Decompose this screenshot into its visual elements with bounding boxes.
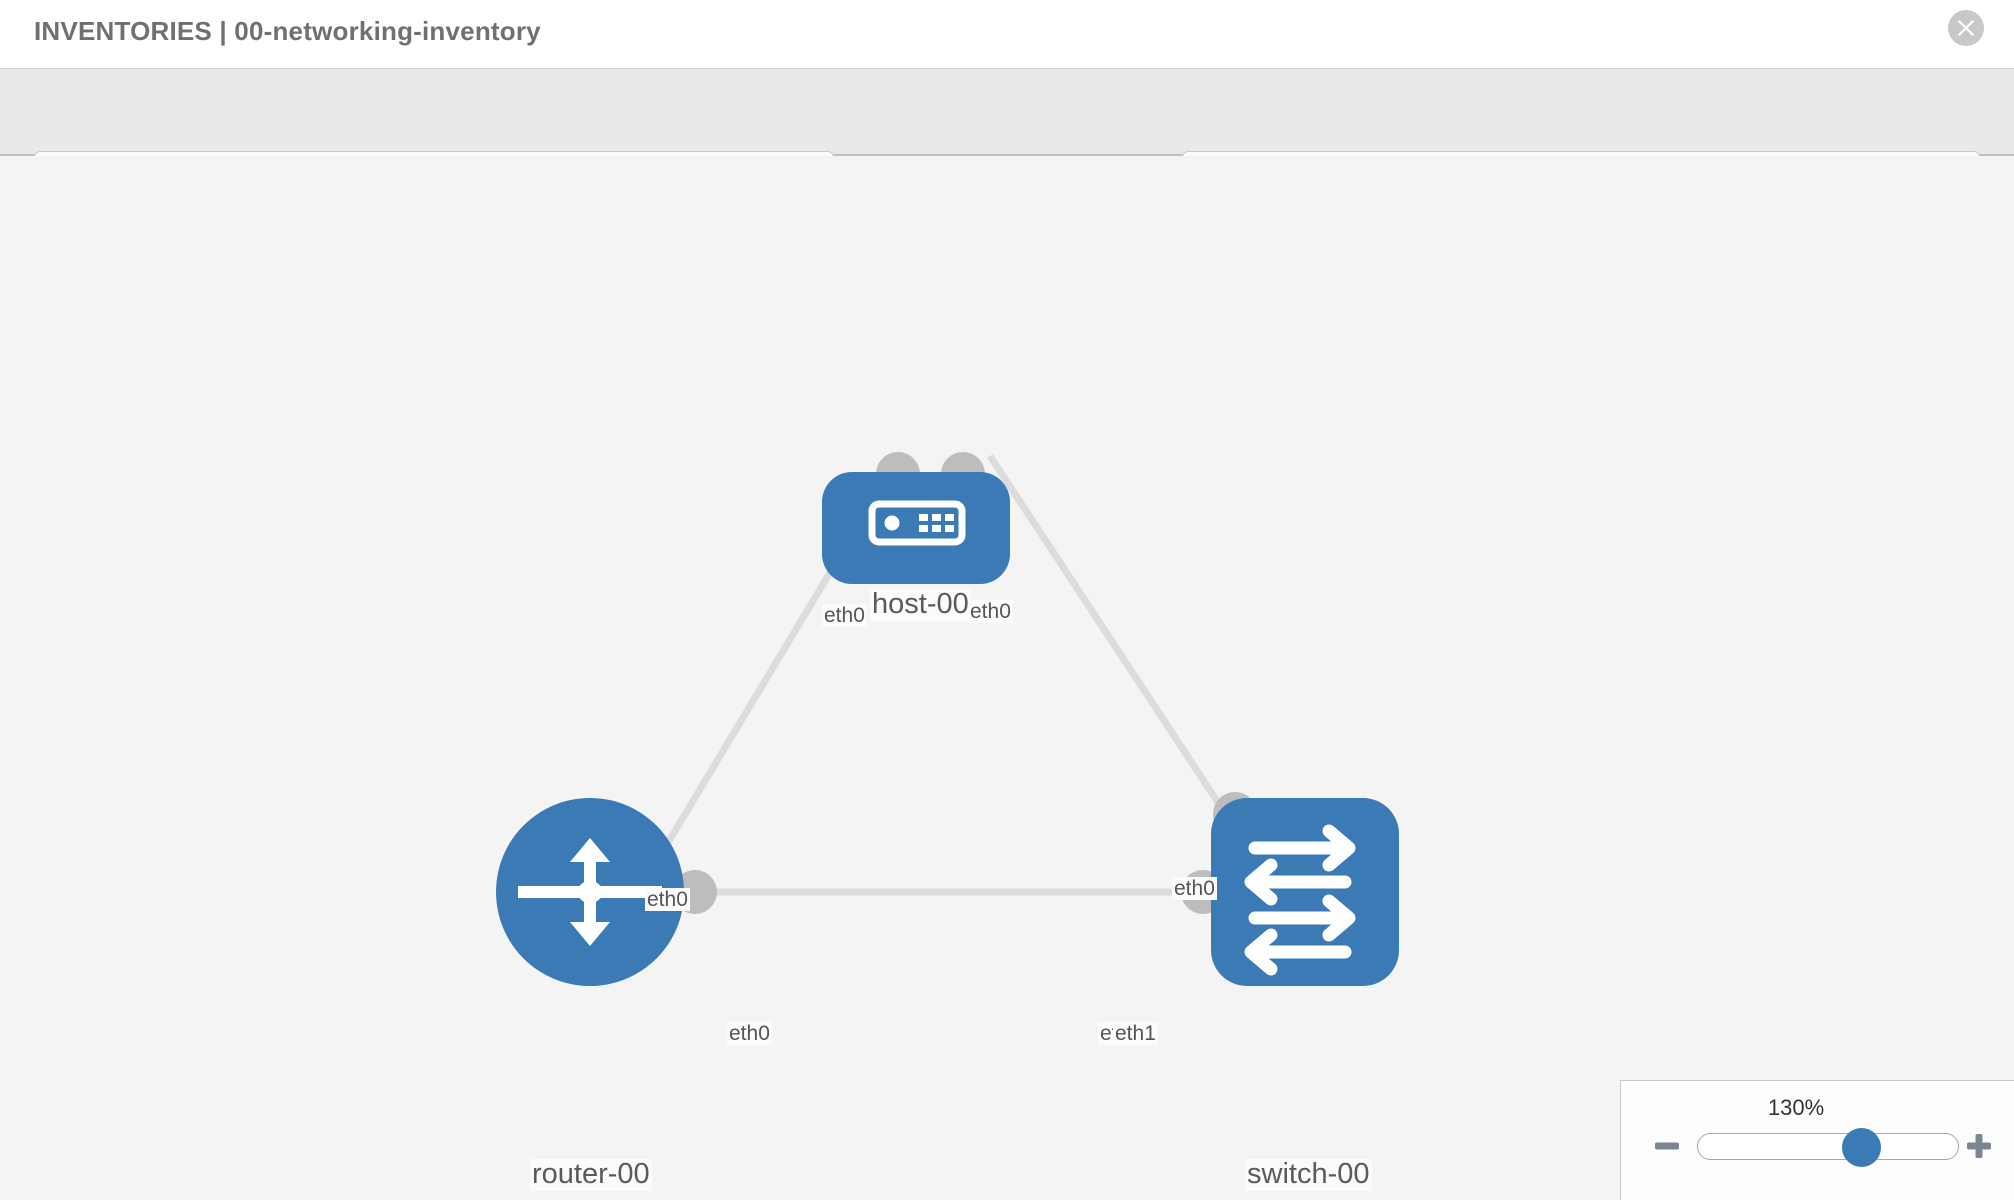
iface-label-host-left: eth0 bbox=[822, 604, 867, 628]
close-icon[interactable] bbox=[1948, 10, 1984, 46]
toolbar: ACTIONS SEARCH bbox=[0, 68, 2014, 203]
router-arrows-icon bbox=[518, 838, 662, 946]
zoom-out-button[interactable] bbox=[1654, 1133, 1680, 1164]
node-switch-00[interactable] bbox=[1211, 798, 1399, 986]
iface-label-router-up: eth0 bbox=[645, 888, 690, 912]
node-router-00[interactable] bbox=[496, 798, 684, 986]
close-x-glyph bbox=[1958, 20, 1974, 36]
zoom-control-panel: 130% bbox=[1620, 1080, 2014, 1200]
node-label-router-00: router-00 bbox=[530, 1158, 652, 1191]
plus-icon bbox=[1967, 1134, 1991, 1158]
iface-label-router-right: eth0 bbox=[727, 1022, 772, 1046]
server-icon bbox=[868, 500, 966, 546]
switch-arrows-icon bbox=[1244, 824, 1356, 976]
node-label-host-00: host-00 bbox=[870, 588, 971, 621]
node-host-00[interactable] bbox=[822, 472, 1010, 584]
iface-label-switch-left-front: eth1 bbox=[1113, 1022, 1158, 1046]
page-title: INVENTORIES | 00-networking-inventory bbox=[34, 16, 541, 46]
topology-canvas[interactable]: host-00 router-00 switch-00 eth0 eth0 et… bbox=[0, 156, 2014, 1200]
minus-icon bbox=[1655, 1142, 1679, 1150]
zoom-level-value: 130% bbox=[1767, 1095, 1825, 1120]
zoom-slider-knob[interactable] bbox=[1841, 1128, 1881, 1167]
iface-label-host-right: eth0 bbox=[968, 600, 1013, 624]
link-host-switch[interactable] bbox=[987, 454, 1243, 838]
node-label-switch-00: switch-00 bbox=[1245, 1158, 1372, 1191]
zoom-slider-track[interactable] bbox=[1697, 1128, 1959, 1167]
page-header: INVENTORIES | 00-networking-inventory bbox=[0, 0, 2014, 68]
zoom-in-button[interactable] bbox=[1966, 1133, 1992, 1164]
iface-label-switch-up: eth0 bbox=[1172, 877, 1217, 901]
topology-graph bbox=[496, 452, 1399, 986]
